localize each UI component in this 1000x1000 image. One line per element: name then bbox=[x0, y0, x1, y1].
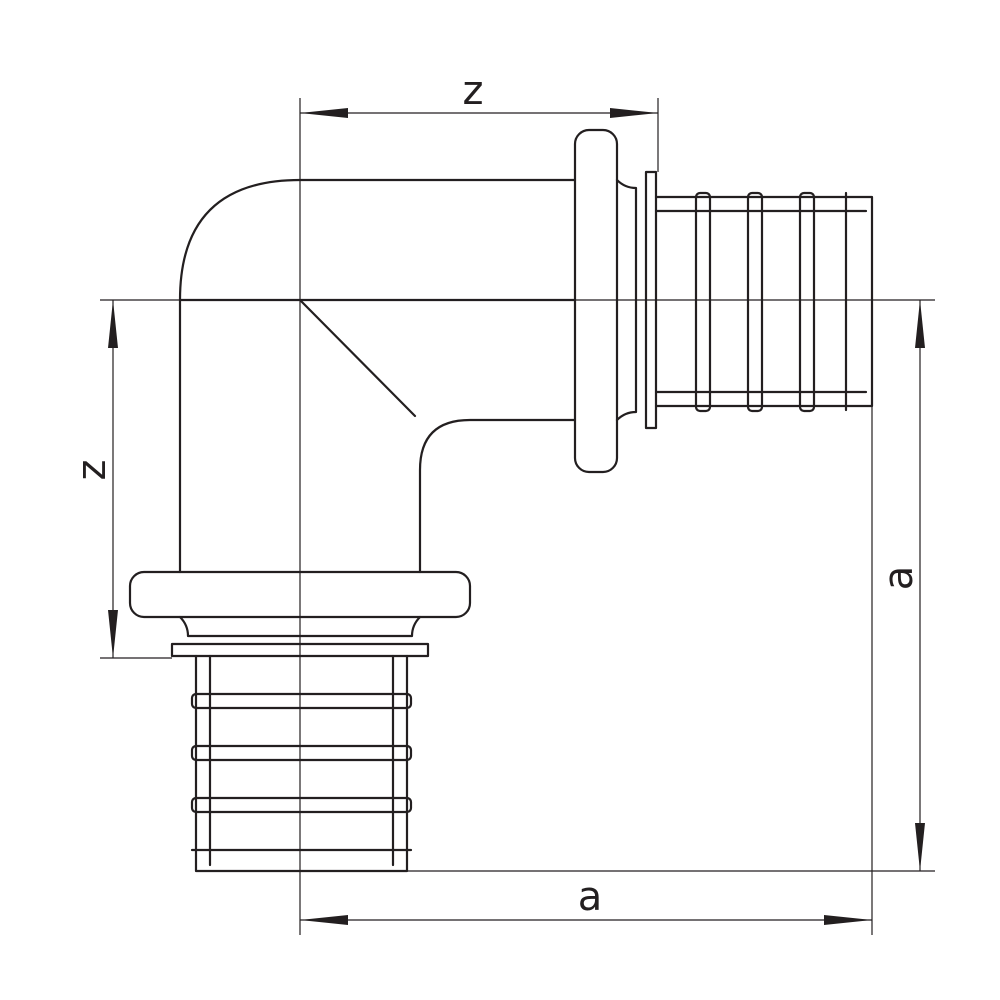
elbow-outer-contour bbox=[178, 178, 577, 574]
arrowhead bbox=[300, 108, 348, 118]
arrowhead bbox=[610, 108, 658, 118]
right-barbed-spigot bbox=[654, 195, 874, 408]
z-top-label: z bbox=[463, 68, 484, 114]
dimensions: z z a a bbox=[69, 68, 935, 935]
elbow-body bbox=[178, 178, 577, 574]
elbow-inner-contour bbox=[418, 418, 577, 574]
right-barb bbox=[746, 191, 764, 413]
bottom-barb bbox=[190, 744, 413, 762]
arrowhead bbox=[108, 610, 118, 658]
right-collar bbox=[573, 128, 619, 474]
elbow-section-line bbox=[298, 298, 417, 418]
a-right-label: a bbox=[876, 566, 922, 591]
center-lines bbox=[100, 98, 935, 935]
arrowhead bbox=[915, 300, 925, 348]
right-barb bbox=[798, 191, 816, 413]
bottom-barbed-spigot bbox=[194, 654, 409, 873]
right-outlet bbox=[573, 128, 874, 474]
arrowhead bbox=[300, 915, 348, 925]
a-bottom-label: a bbox=[578, 874, 603, 920]
arrowhead bbox=[915, 823, 925, 871]
arrowhead bbox=[824, 915, 872, 925]
z-left-label: z bbox=[69, 460, 115, 481]
bottom-barb bbox=[190, 796, 413, 814]
bottom-barb bbox=[190, 692, 413, 710]
right-barb bbox=[694, 191, 712, 413]
arrowhead bbox=[108, 300, 118, 348]
